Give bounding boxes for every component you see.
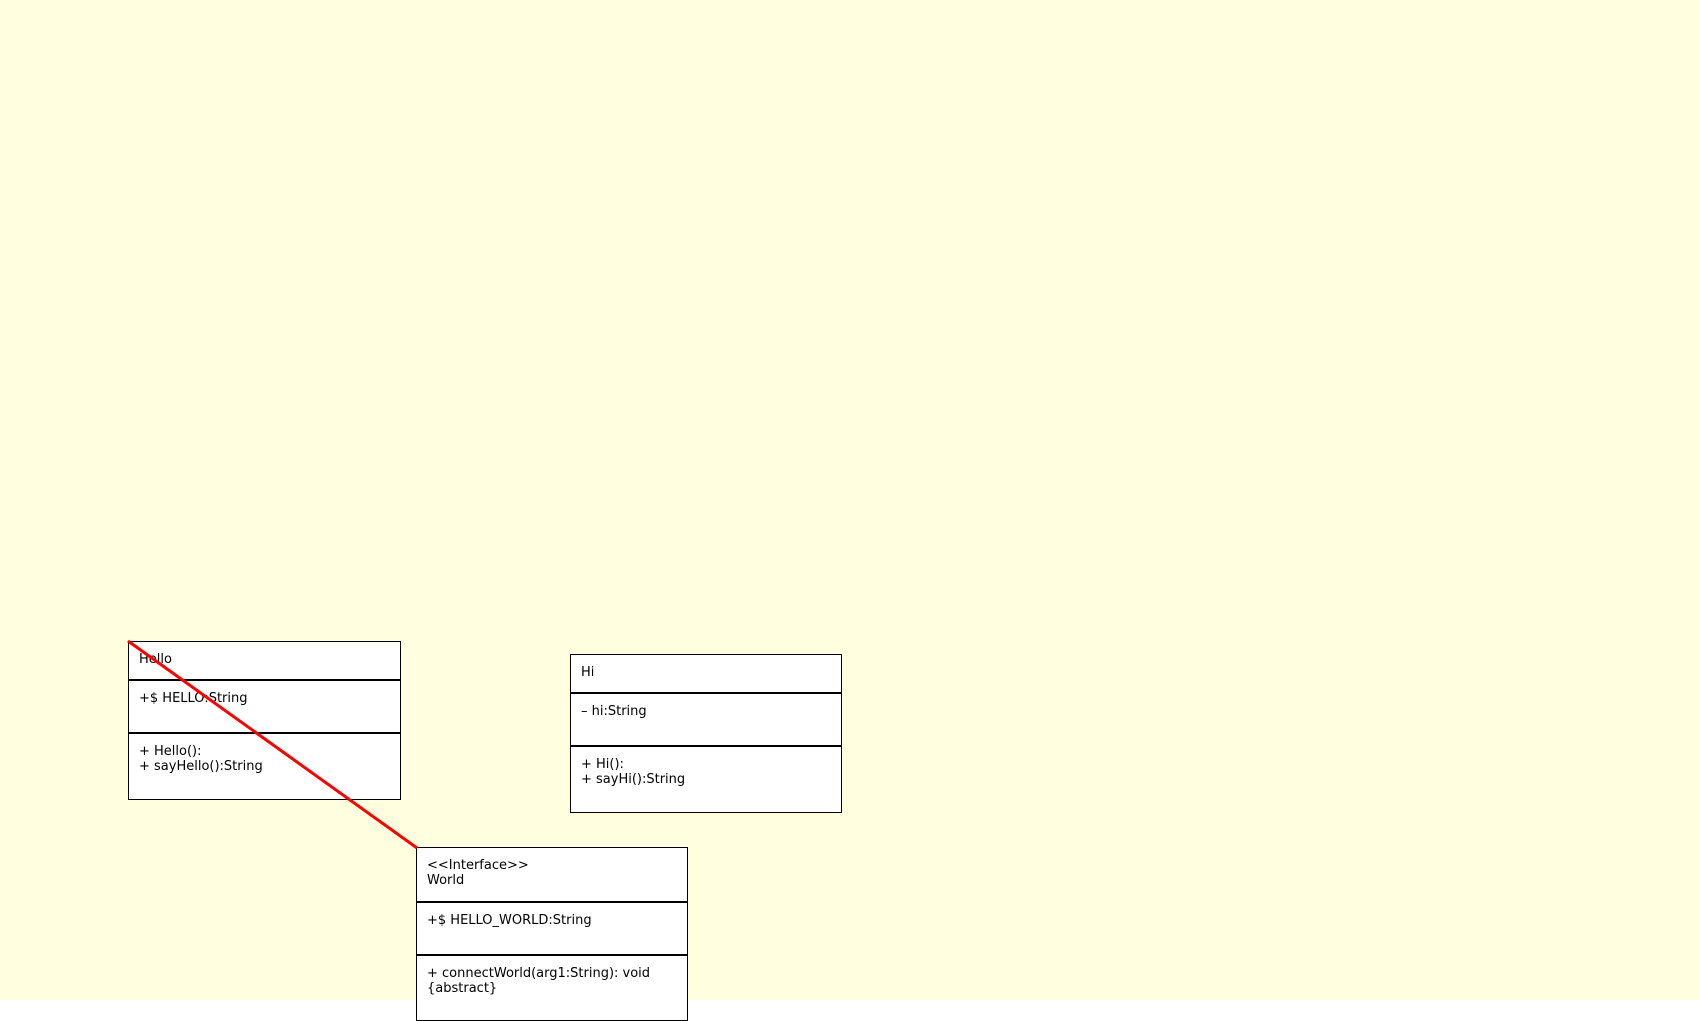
class-name: World (427, 873, 465, 888)
operation: + sayHello():String (139, 759, 263, 774)
attribute: +$ HELLO:String (139, 691, 248, 706)
class-hello[interactable]: Hello +$ HELLO:String + Hello(): + sayHe… (128, 641, 401, 800)
diagram-canvas[interactable]: Hello +$ HELLO:String + Hello(): + sayHe… (0, 0, 1700, 1000)
class-name: Hello (139, 652, 172, 667)
attribute: +$ HELLO_WORLD:String (427, 913, 592, 928)
class-name-compartment: Hello (129, 642, 400, 679)
operation: + connectWorld(arg1:String): void (427, 966, 651, 981)
class-name-compartment: <<Interface>> World (417, 848, 687, 901)
operations-compartment: + Hi(): + sayHi():String (571, 745, 841, 791)
operation: + sayHi():String (581, 772, 686, 787)
attributes-compartment: +$ HELLO:String (129, 679, 400, 732)
class-hi[interactable]: Hi – hi:String + Hi(): + sayHi():String (570, 654, 842, 813)
class-name: Hi (581, 665, 595, 680)
stereotype-label: <<Interface>> (427, 858, 529, 873)
attribute: – hi:String (581, 704, 647, 719)
operation: + Hi(): (581, 757, 624, 772)
attributes-compartment: +$ HELLO_WORLD:String (417, 901, 687, 954)
attributes-compartment: – hi:String (571, 692, 841, 745)
operations-compartment: + connectWorld(arg1:String): void {abstr… (417, 954, 687, 1000)
operation: + Hello(): (139, 744, 202, 759)
operations-compartment: + Hello(): + sayHello():String (129, 732, 400, 778)
interface-world[interactable]: <<Interface>> World +$ HELLO_WORLD:Strin… (416, 847, 688, 1021)
class-name-compartment: Hi (571, 655, 841, 692)
operation-modifier: {abstract} (427, 981, 498, 996)
